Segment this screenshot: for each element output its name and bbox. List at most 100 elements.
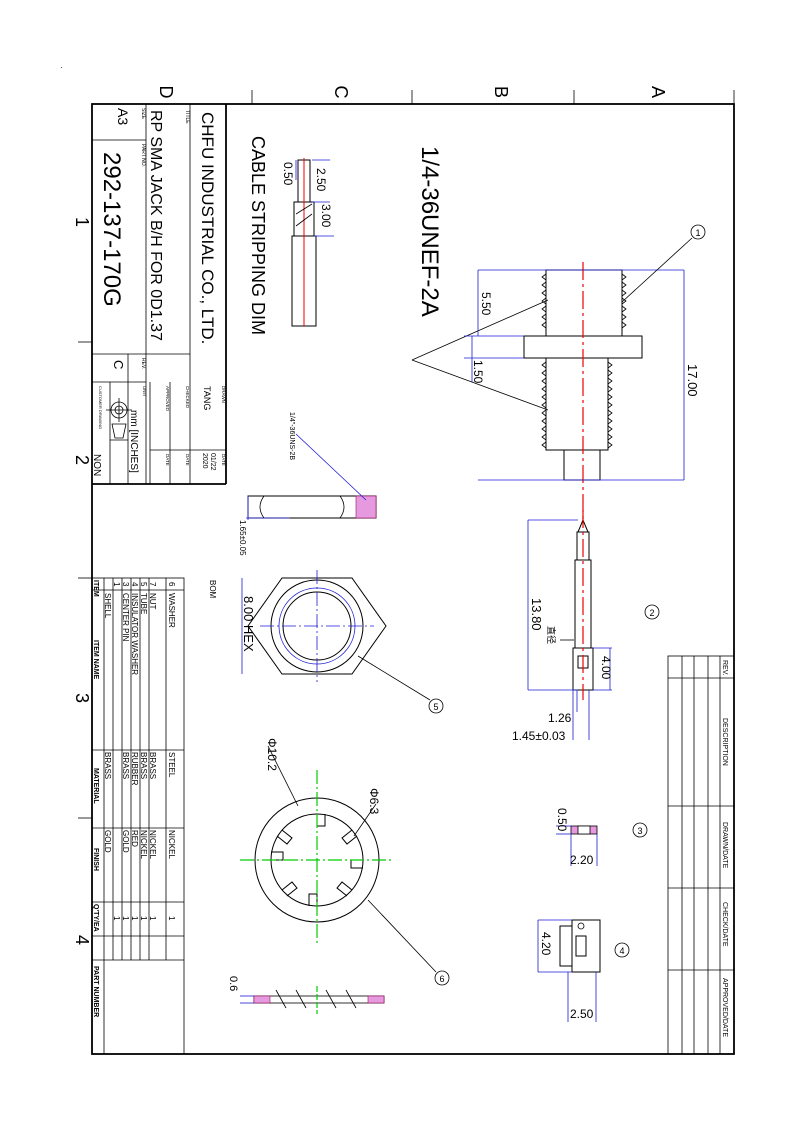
dim-pin-length: 13.80 [529,598,544,631]
bom-qty: 1 [148,916,157,921]
dim-washer-id: Φ6.3 [367,788,381,815]
cable-stripping-view: CABLE STRIPPING DIM 2.50 0.50 3.00 [248,136,334,335]
drawn-date-col-header: DRAWN/DATE [721,822,728,869]
description-col-header: DESCRIPTION [721,718,728,766]
bom-item-name: WASHER [167,593,176,628]
dim-washer-od: Φ10.2 [265,738,279,771]
customer-value: NON [91,454,102,476]
bom-material: BRASS [139,752,148,779]
balloon-2: 2 [649,608,654,618]
bom-item: 5 [139,582,148,587]
zone-row-b: B [491,86,511,98]
zone-markers: A B C D 1 2 3 4 [72,86,735,945]
bom-row: 1 SHELL BRASS GOLD 1 [103,582,121,921]
center-pin-view: 13.80 4.00 1.26 1.45±0.03 直径 2 [512,510,660,743]
balloon-3: 3 [637,826,642,836]
part-number: 292-137-170G [98,152,125,307]
bom-finish: GOLD [121,830,130,853]
dim-insulator-t: 0.50 [555,808,569,832]
zone-col-2: 2 [72,455,92,465]
drawn-value: TANG [202,386,212,410]
bom-item: 1 [112,582,121,587]
rev-label: REV. [140,358,146,369]
tube-view: 4.20 2.50 4 [537,919,630,1022]
balloon-4: 4 [619,946,624,956]
balloon-1: 1 [695,228,700,238]
dim-strip-a: 2.50 [314,168,328,192]
approved-label: APPROVED [165,386,170,412]
checked-label: CHECKED [185,386,190,409]
drawn-label: DRAWN [221,386,226,403]
checked-date-label: DATE [185,454,190,466]
bom-qty: 1 [121,916,130,921]
insulator-washer-view: 0.50 2.20 3 [555,808,648,867]
bom-item-name: CENTER PIN [121,593,130,642]
bom-item-name: SHELL [103,593,112,619]
drawing-frame [91,103,735,1055]
balloon-6: 6 [439,974,444,984]
dim-insulator-d: 2.20 [570,853,594,867]
dim-tube-h: 4.20 [539,932,553,956]
bom-row: 5 TUBE BRASS NICKEL 1 [139,582,148,921]
bom-row: 6 WASHER STEEL NICKEL 1 [167,582,176,921]
bom-finish: NICKEL [139,830,148,859]
bom-finish: NICKEL [167,830,176,859]
title-label: TITLE [184,110,190,124]
bom-material: RUBBER [130,752,139,786]
approved-date-col-header: APPROVED/DATE [721,978,728,1037]
bom-row: 4 INSULATOR WASHER RUBBER RED 1 [130,582,139,921]
bom-header-item-name: ITEM NAME [92,640,99,680]
size-value: A3 [115,108,131,125]
balloon-5: 5 [433,702,438,712]
dim-strip-b: 0.50 [281,162,295,186]
bom-header-part-number: PART NUMBER [92,966,99,1017]
bom-item-name: TUBE [139,593,148,614]
drawn-date-label: DATE [221,454,226,466]
rev-value: C [111,360,126,369]
drawn-year: 2020 [201,453,208,469]
dim-washer-t: 0.6 [227,976,239,991]
bom-finish: RED [130,830,139,847]
customer-label: CUSTOMER DRAWING [98,386,103,429]
drawing-title: RP SMA JACK B/H FOR 0D1.37 [147,110,164,341]
bom-material: BRASS [121,752,130,779]
bom-finish: NICKEL [148,830,157,859]
title-block: CHFU INDUSTRIAL CO., LTD. TITLE RP SMA J… [91,104,227,485]
pin-note: 直径 [546,626,557,644]
bom-table: BOM ITEM ITEM NAME MATERIAL FINISH Q'TY/… [91,577,217,1055]
bom-header-finish: FINISH [92,848,99,871]
projection-symbol-icon [106,398,132,439]
check-date-col-header: CHECK/DATE [721,902,728,947]
bom-row: 3 CENTER PIN BRASS GOLD 1 [121,582,130,921]
dim-shell-length: 17.00 [685,364,700,397]
bom-header-material: MATERIAL [92,768,99,804]
shell-thread-upper [541,273,627,329]
dim-shell-b: 1.50 [471,360,485,384]
bom-header-item: ITEM [92,580,99,597]
dim-nut-hex: 8.00 HEX [241,596,256,652]
bom-material: STEEL [167,752,176,778]
unit-value: mm [INCHES] [128,410,139,473]
dim-pin-tip: 4.00 [599,656,613,680]
nut-thread-callout: 1/4"-36UNS-2B [288,412,295,460]
bom-item: 7 [148,582,157,587]
bom-material: BRASS [148,752,157,779]
dim-shell-a: 5.50 [479,292,493,316]
part-no-label: PART NO. [140,144,146,167]
zone-row-d: D [156,86,176,99]
unit-label: UNIT [142,386,147,397]
bom-label: BOM [208,580,217,599]
bom-header-qty: Q'TY/EA [92,904,99,932]
bom-item: 3 [121,582,130,587]
bom-row: 7 NUT BRASS NICKEL 1 [148,582,157,921]
dim-strip-c: 3.00 [319,204,333,228]
revision-table: REV. DESCRIPTION DRAWN/DATE CHECK/DATE A… [667,655,735,1055]
bom-item: 4 [130,582,139,587]
approved-date-label: DATE [165,454,170,466]
zone-col-1: 1 [72,217,92,227]
zone-col-3: 3 [72,693,92,703]
nut-side-view: 1.65±0.05 1/4"-36UNS-2B [238,412,377,556]
drawn-date: 01/22 [209,453,216,471]
dim-pin-d2: 1.45±0.03 [512,729,566,743]
